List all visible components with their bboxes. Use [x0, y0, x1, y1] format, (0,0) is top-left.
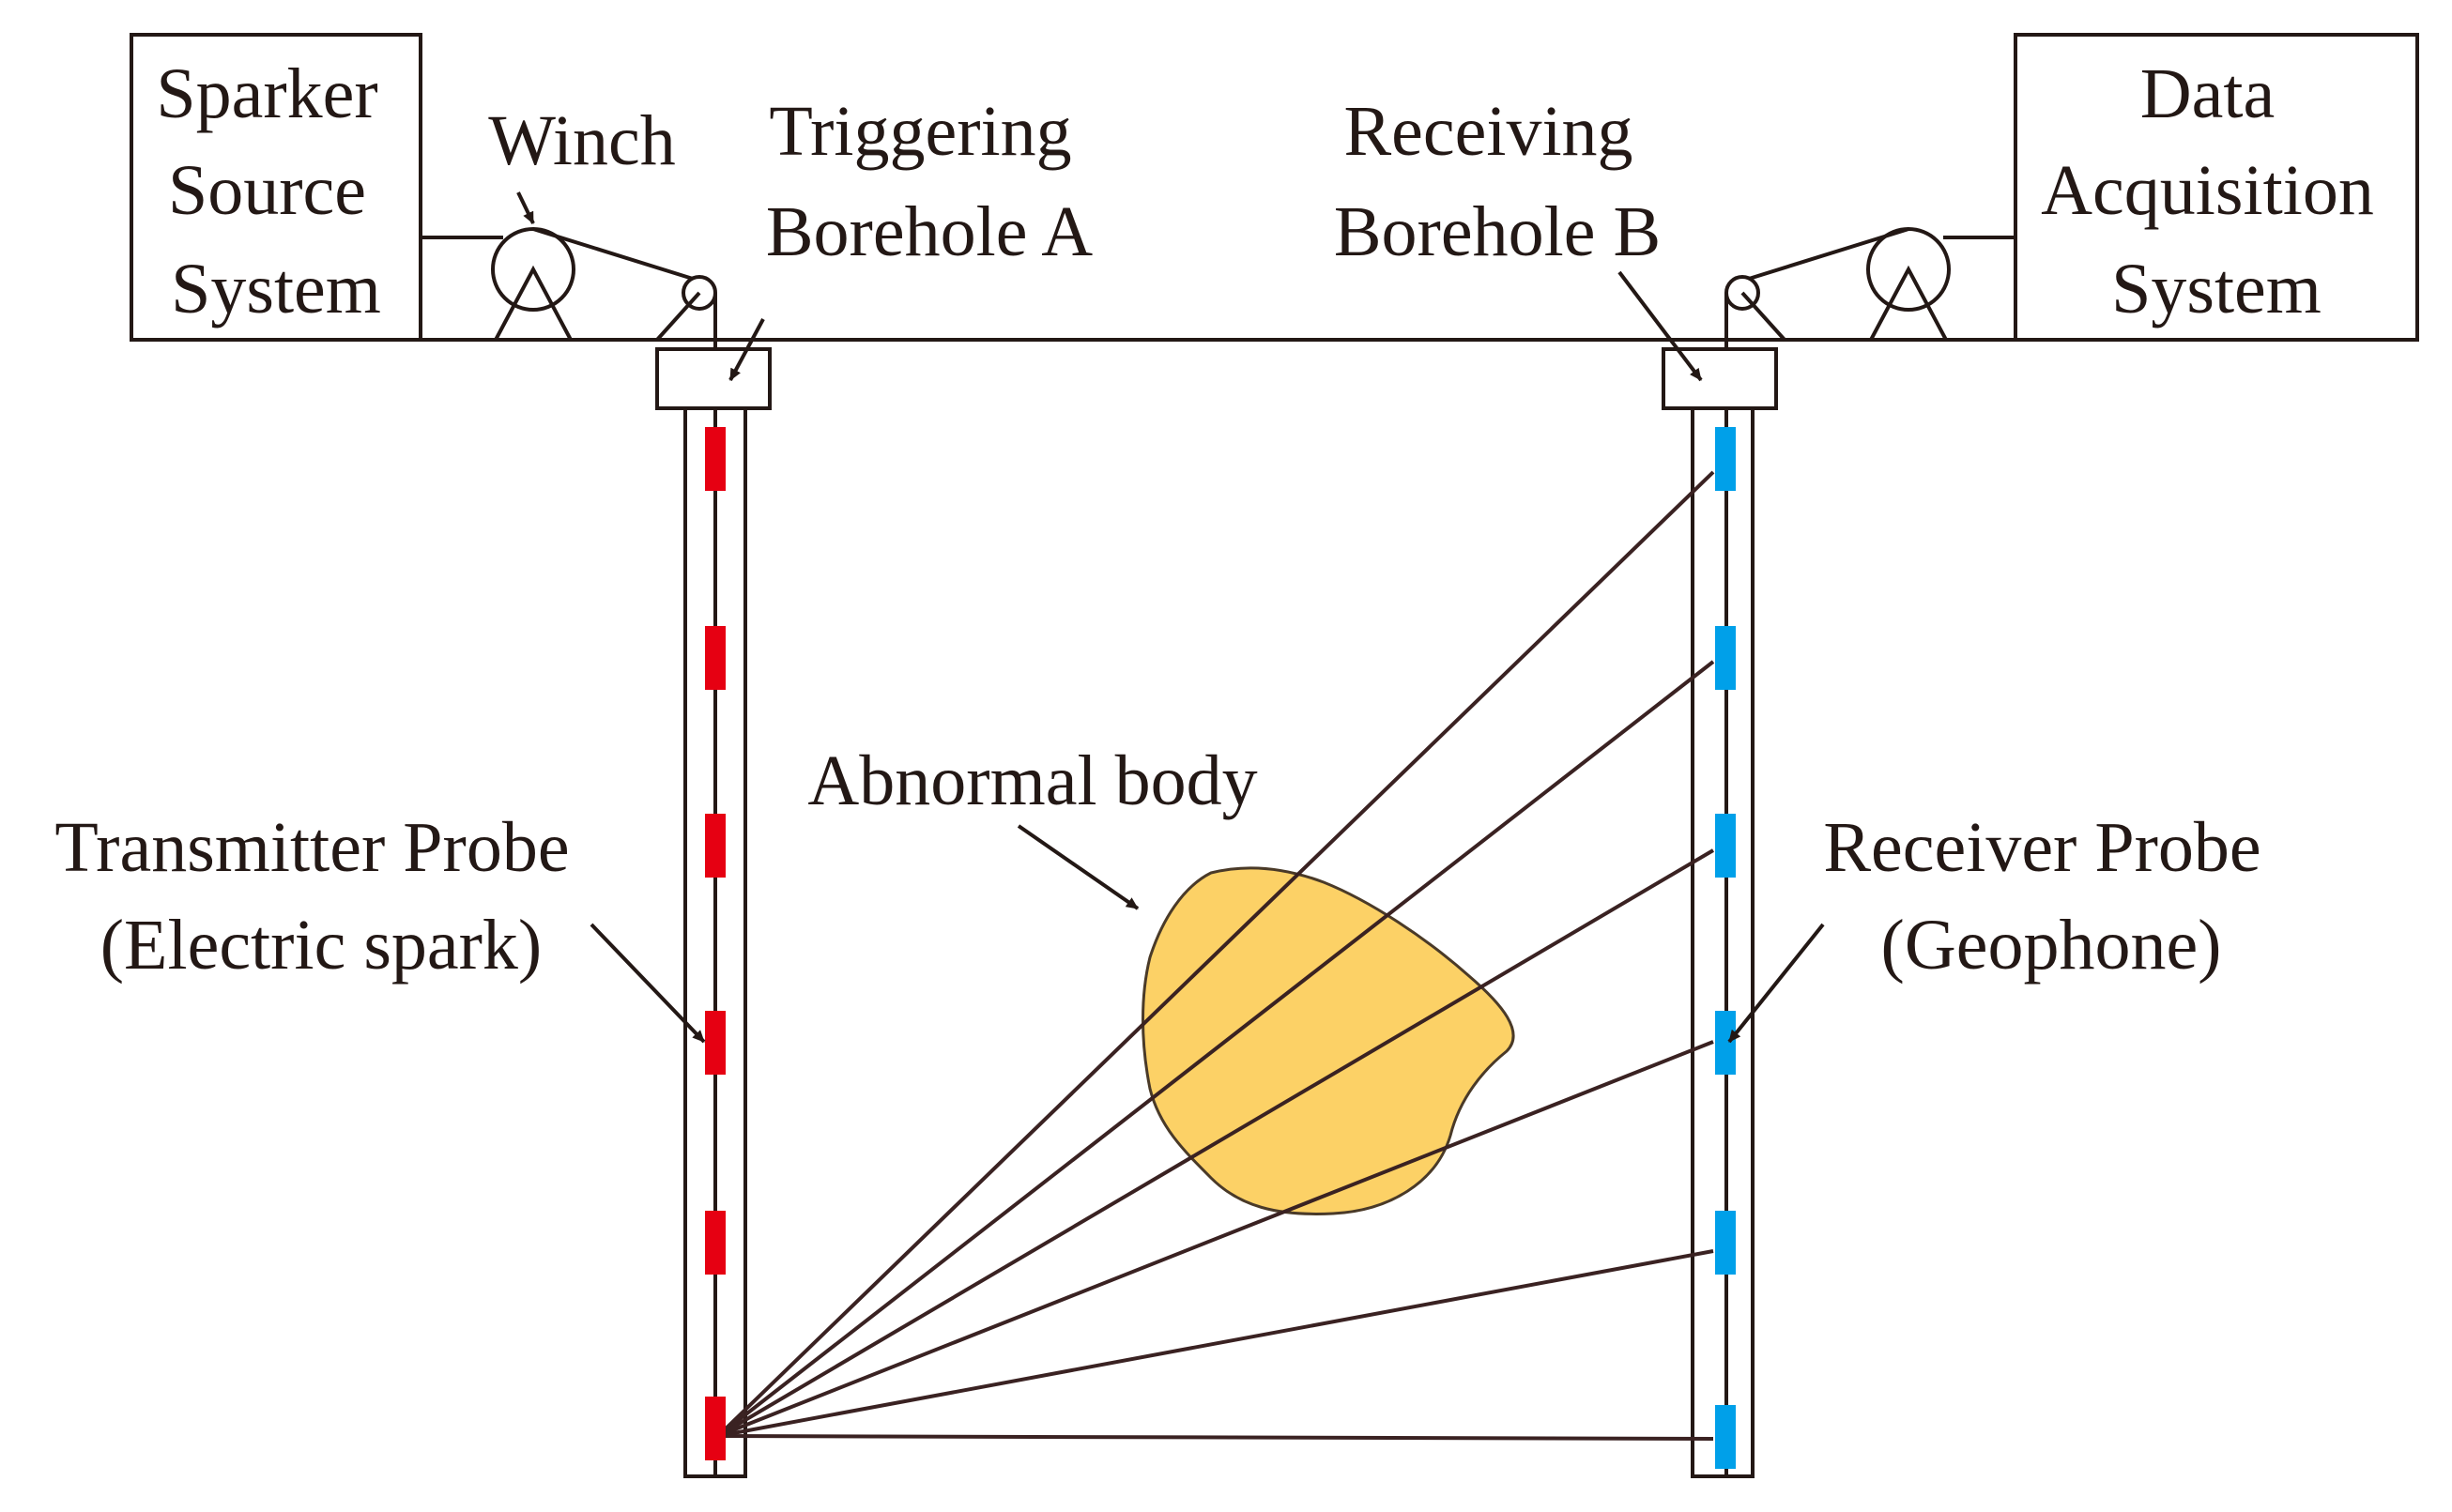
ray-path: [717, 1434, 1714, 1441]
transmitter-probe: [705, 1397, 726, 1460]
abnormal-body-label: Abnormal body: [807, 741, 1257, 820]
receiving-borehole-b: [1662, 347, 1778, 1478]
daq-label-line-2: Acquisition: [2041, 151, 2374, 230]
receiver-probe: [1715, 427, 1736, 491]
receiver-probe: [1715, 626, 1736, 690]
receiver-probes: [1715, 427, 1736, 1469]
daq-label-line-1: Data: [2140, 54, 2275, 133]
sparker-source-system-box: [130, 33, 422, 342]
triggering-borehole-arrow: [728, 318, 765, 381]
triggering-borehole-label: Triggering Borehole A: [766, 92, 1093, 271]
triggering-borehole-line-2: Borehole A: [766, 192, 1093, 271]
transmitter-probe: [705, 814, 726, 878]
abnormal-body: [1142, 866, 1515, 1215]
receiver-probe-arrow: [1727, 923, 1825, 1044]
sparker-label-line-3: System: [171, 250, 381, 328]
transmitter-probe-line-2: (Electric spark): [100, 906, 543, 985]
ray-paths: [716, 470, 1715, 1441]
ray-path: [716, 848, 1715, 1438]
transmitter-probe: [705, 626, 726, 690]
ray-path: [717, 1249, 1714, 1438]
data-acquisition-system-box: [2014, 33, 2419, 342]
triggering-borehole-line-1: Triggering: [769, 92, 1071, 171]
receiving-borehole-arrow: [1617, 270, 1703, 382]
ray-path: [717, 1040, 1714, 1438]
receiver-probe-line-1: Receiver Probe: [1823, 808, 2260, 887]
ray-path: [716, 660, 1715, 1438]
triggering-borehole-a: [655, 347, 772, 1478]
receiving-borehole-line-2: Borehole B: [1334, 192, 1661, 271]
daq-label-line-3: System: [2111, 250, 2322, 328]
abnormal-body-arrow: [1017, 824, 1140, 910]
receiver-probe: [1715, 1405, 1736, 1469]
data-acquisition-system-label: Data Acquisition System: [2041, 54, 2392, 328]
winch-arrow: [516, 191, 535, 224]
transmitter-probe: [705, 1011, 726, 1075]
receiver-probe-line-2: (Geophone): [1881, 906, 2222, 985]
transmitter-probe-label: Transmitter Probe (Electric spark): [54, 808, 587, 985]
receiver-probe: [1715, 814, 1736, 878]
ray-path: [716, 470, 1715, 1438]
sparker-label-line-2: Source: [168, 151, 366, 230]
transmitter-probe: [705, 1211, 726, 1275]
right-winch-stand-icon: [1867, 265, 1950, 342]
winch-label: Winch: [488, 101, 676, 180]
right-winch-assembly: [1724, 227, 2015, 369]
receiving-borehole-label: Receiving Borehole B: [1334, 92, 1661, 271]
sparker-source-system-label: Sparker Source System: [156, 54, 395, 328]
sparker-label-line-1: Sparker: [156, 54, 377, 133]
transmitter-probes: [705, 427, 726, 1460]
leader-arrows: [516, 191, 1825, 1044]
receiver-probe: [1715, 1211, 1736, 1275]
transmitter-probe: [705, 427, 726, 491]
receiver-probe-label: Receiver Probe (Geophone): [1823, 808, 2278, 985]
receiving-borehole-line-1: Receiving: [1343, 92, 1632, 171]
transmitter-probe-arrow: [590, 923, 706, 1044]
transmitter-probe-line-1: Transmitter Probe: [54, 808, 569, 887]
receiver-probe: [1715, 1011, 1736, 1075]
left-winch-stand-icon: [492, 265, 575, 342]
